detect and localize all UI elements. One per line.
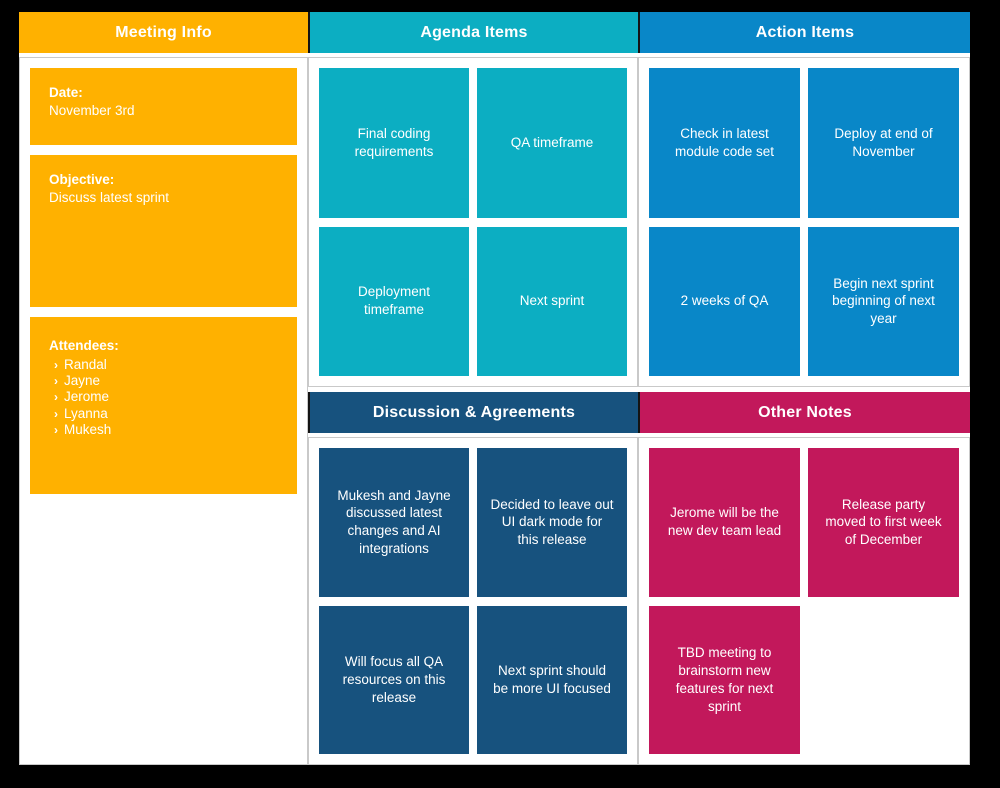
attendee-name: Mukesh <box>64 422 112 438</box>
action-items-panel: Check in latest module code set Deploy a… <box>638 57 970 387</box>
card-agenda-3[interactable]: Deployment timeframe <box>319 226 469 376</box>
card-action-3[interactable]: 2 weeks of QA <box>649 226 800 376</box>
card-action-4[interactable]: Begin next sprint beginning of next year <box>808 226 959 376</box>
action-items-header: Action Items <box>640 12 970 53</box>
discussion-panel: Mukesh and Jayne discussed latest change… <box>308 437 638 765</box>
action-items-header-row: Action Items <box>638 12 970 53</box>
chevron-bullet-icon: › <box>54 374 58 389</box>
card-attendees[interactable]: Attendees: › Randal › Jayne › Jerome › Lyann… <box>30 317 297 494</box>
date-label: Date: <box>49 85 83 100</box>
list-item: › Lyanna <box>54 406 278 422</box>
agenda-panel: Final coding requirements QA timeframe D… <box>308 57 638 387</box>
card-discussion-3[interactable]: Will focus all QA resources on this rele… <box>319 605 469 754</box>
empty-grid-cell <box>808 606 959 755</box>
other-notes-cards-grid: Jerome will be the new dev team lead Rel… <box>649 448 959 754</box>
column-meeting-info: Meeting Info Date: November 3rd Objectiv… <box>19 12 308 765</box>
agenda-cards-grid: Final coding requirements QA timeframe D… <box>319 68 627 376</box>
card-agenda-2[interactable]: QA timeframe <box>477 68 627 218</box>
card-agenda-4[interactable]: Next sprint <box>477 226 627 376</box>
attendee-name: Lyanna <box>64 405 108 421</box>
attendee-name: Jayne <box>64 373 101 389</box>
other-notes-header-row: Other Notes <box>638 392 970 433</box>
attendee-name: Randal <box>64 356 107 372</box>
objective-value: Discuss latest sprint <box>49 189 170 205</box>
card-agenda-1[interactable]: Final coding requirements <box>319 68 469 218</box>
action-cards-grid: Check in latest module code set Deploy a… <box>649 68 959 376</box>
discussion-cards-grid: Mukesh and Jayne discussed latest change… <box>319 448 627 754</box>
attendee-list: › Randal › Jayne › Jerome › Lyanna › Mukesh <box>49 357 278 439</box>
other-notes-header: Other Notes <box>640 392 970 433</box>
card-action-2[interactable]: Deploy at end of November <box>808 68 959 218</box>
meeting-info-header-row: Meeting Info <box>19 12 308 53</box>
date-value: November 3rd <box>49 102 135 118</box>
card-discussion-4[interactable]: Next sprint should be more UI focused <box>477 605 627 754</box>
objective-label: Objective: <box>49 172 115 187</box>
chevron-bullet-icon: › <box>54 406 58 421</box>
chevron-bullet-icon: › <box>54 357 58 372</box>
agenda-header: Agenda Items <box>310 12 638 53</box>
discussion-header: Discussion & Agreements <box>310 392 638 433</box>
agenda-header-row: Agenda Items <box>308 12 638 53</box>
meeting-info-header: Meeting Info <box>19 12 308 53</box>
section-other-notes: Other Notes Jerome will be the new dev t… <box>638 392 970 765</box>
list-item: › Randal <box>54 357 278 373</box>
card-note-2[interactable]: Release party moved to first week of Dec… <box>808 448 959 597</box>
attendees-label: Attendees: <box>49 338 119 353</box>
list-item: › Mukesh <box>54 422 278 438</box>
section-agenda: Agenda Items Final coding requirements Q… <box>308 12 638 387</box>
card-note-3[interactable]: TBD meeting to brainstorm new features f… <box>649 605 800 754</box>
attendee-name: Jerome <box>64 389 110 405</box>
discussion-header-row: Discussion & Agreements <box>308 392 638 433</box>
section-meeting-info: Meeting Info Date: November 3rd Objectiv… <box>19 12 308 765</box>
column-actions-notes: Action Items Check in latest module code… <box>638 12 970 765</box>
card-objective[interactable]: Objective: Discuss latest sprint <box>30 155 297 307</box>
section-action-items: Action Items Check in latest module code… <box>638 12 970 387</box>
card-date[interactable]: Date: November 3rd <box>30 68 297 145</box>
chevron-bullet-icon: › <box>54 423 58 438</box>
card-discussion-2[interactable]: Decided to leave out UI dark mode for th… <box>477 448 627 597</box>
card-note-1[interactable]: Jerome will be the new dev team lead <box>649 448 800 597</box>
meeting-info-panel: Date: November 3rd Objective: Discuss la… <box>19 57 308 765</box>
other-notes-panel: Jerome will be the new dev team lead Rel… <box>638 437 970 765</box>
list-item: › Jerome <box>54 389 278 405</box>
card-action-1[interactable]: Check in latest module code set <box>649 68 800 218</box>
meeting-notes-board: Meeting Info Date: November 3rd Objectiv… <box>19 12 970 765</box>
list-item: › Jayne <box>54 373 278 389</box>
section-discussion: Discussion & Agreements Mukesh and Jayne… <box>308 392 638 765</box>
chevron-bullet-icon: › <box>54 390 58 405</box>
card-discussion-1[interactable]: Mukesh and Jayne discussed latest change… <box>319 448 469 597</box>
column-agenda-discussion: Agenda Items Final coding requirements Q… <box>308 12 638 765</box>
